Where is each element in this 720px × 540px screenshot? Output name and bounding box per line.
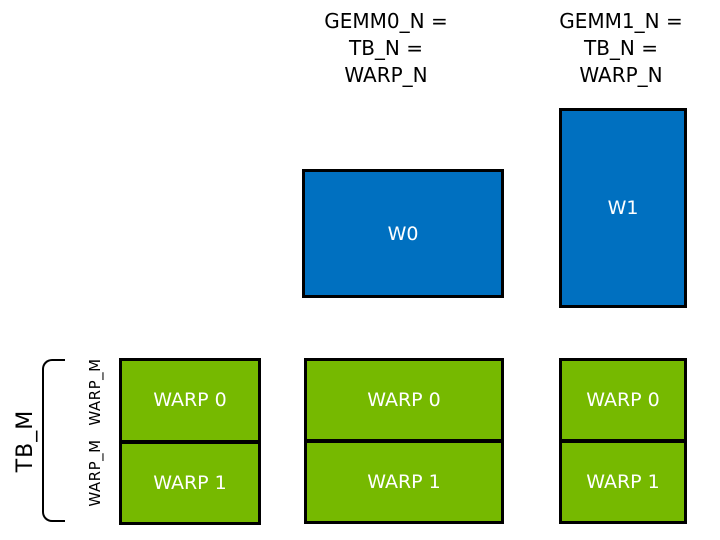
w0-accumulator-tile: W0: [302, 169, 504, 298]
gemm0-n-column-label: GEMM0_N = TB_N = WARP_N: [324, 9, 448, 87]
warp-cell: WARP 0: [307, 361, 501, 443]
warp-m-label-1: WARP_M: [86, 439, 104, 507]
tb-m-axis-label: TB_M: [13, 409, 38, 473]
w1-accumulator-tile: W1: [559, 108, 687, 308]
warp-cell: WARP 1: [122, 443, 258, 522]
warp-cell: WARP 0: [562, 361, 684, 443]
w0-tile-label: W0: [387, 222, 419, 245]
tb-m-bracket: [42, 359, 65, 522]
warp-cell: WARP 0: [122, 361, 258, 444]
warp-cell: WARP 1: [307, 443, 501, 521]
warp-m-label-0: WARP_M: [86, 358, 104, 426]
warp-group-right: WARP 0 WARP 1: [559, 358, 687, 524]
warp-group-left: WARP 0 WARP 1: [119, 358, 261, 525]
gemm1-n-column-label: GEMM1_N = TB_N = WARP_N: [559, 9, 683, 87]
warp-group-middle: WARP 0 WARP 1: [304, 358, 504, 524]
w1-tile-label: W1: [607, 197, 639, 219]
warp-cell: WARP 1: [562, 443, 684, 521]
